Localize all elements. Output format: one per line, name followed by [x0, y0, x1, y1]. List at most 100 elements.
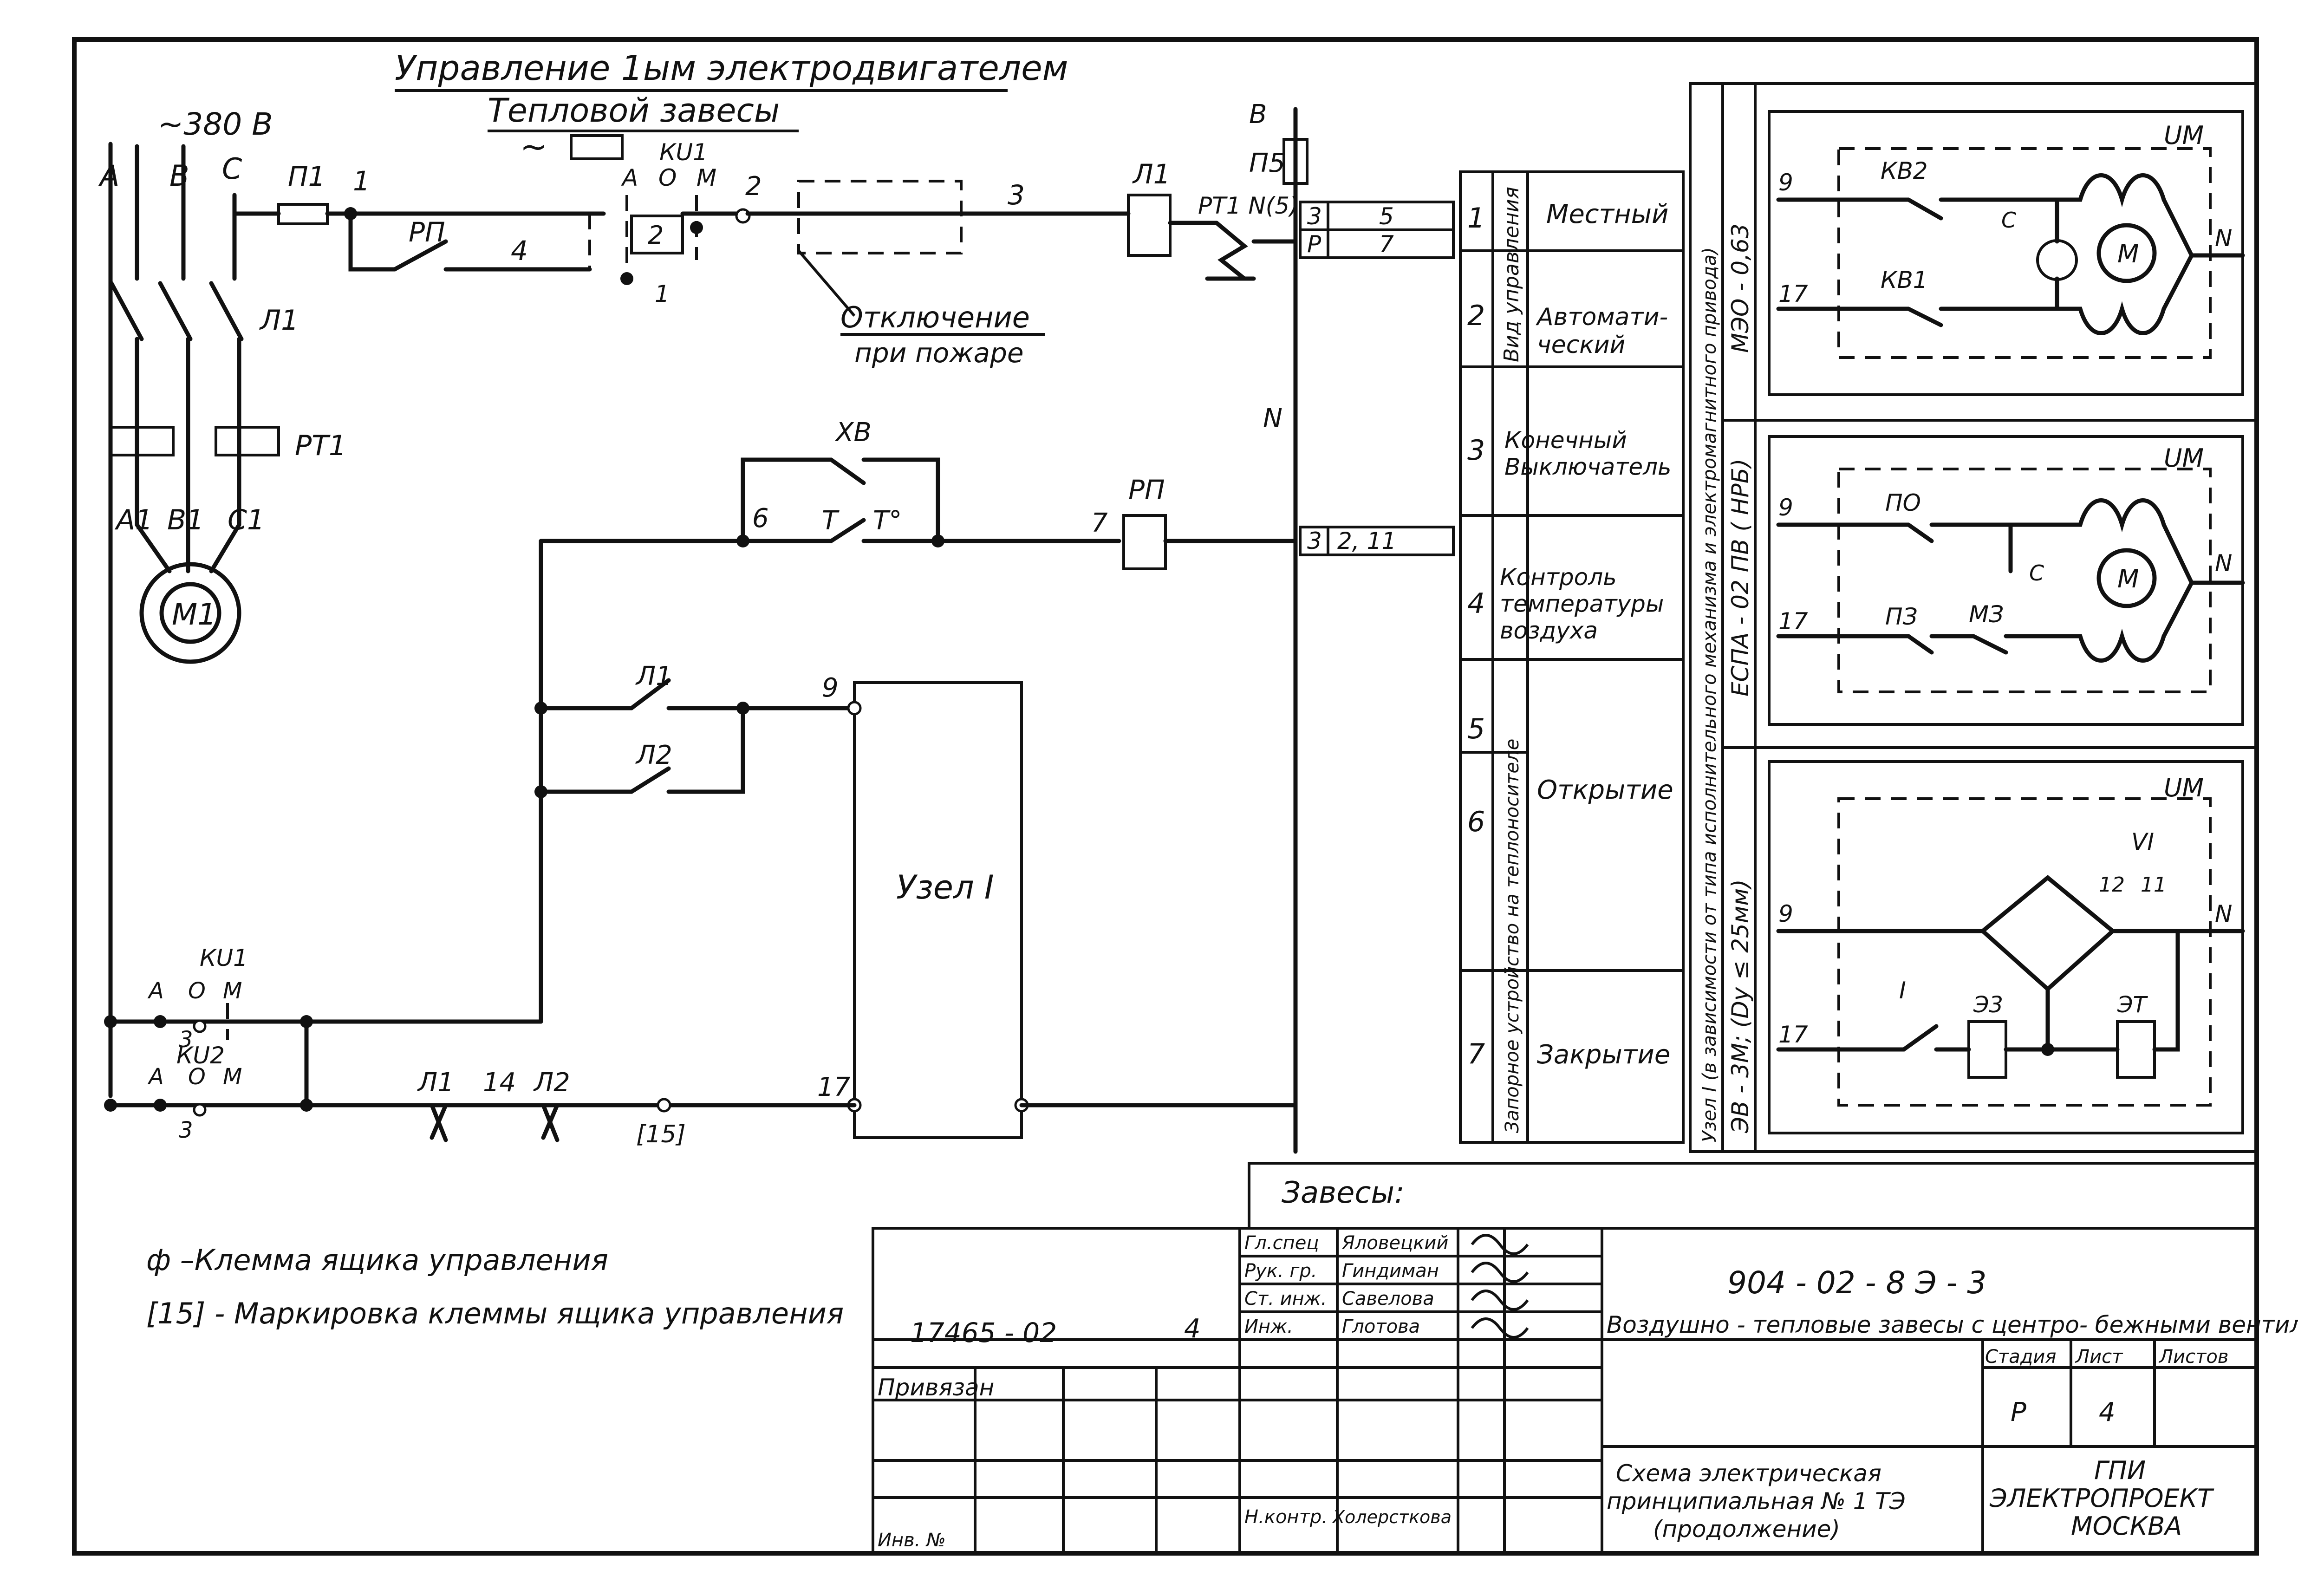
roman-vi-label: VI [2131, 828, 2154, 855]
kv1-label: КВ1 [1881, 267, 1928, 293]
type-ev3m: ЭВ - 3М; (Dу ≤ 25мм) [1727, 879, 1754, 1133]
ref-1-d: 7 [1379, 231, 1394, 258]
wire-9-label: 9 [822, 673, 839, 703]
p2-terminal-17: 17 [1778, 608, 1808, 635]
ku1-b-pos-a: А [147, 978, 164, 1004]
po-label: ПО [1885, 489, 1921, 516]
privyazan-label: Привязан [878, 1374, 994, 1401]
group-valve-label: Запорное устройство на теплоносителе [1502, 739, 1523, 1133]
thermal-element-a [109, 426, 175, 456]
role-2: Ст. инж. [1244, 1288, 1327, 1309]
t-label: Т [822, 506, 840, 536]
fn-row-2-n: 2 [1467, 300, 1485, 332]
motor-espa-label: М [2117, 564, 2139, 593]
org-line-3: МОСКВА [2071, 1511, 2182, 1541]
ku1-top-label: КU1 [659, 139, 708, 166]
sheet-value: 4 [2099, 1397, 2116, 1427]
ref-2-b: 2, 11 [1337, 528, 1396, 554]
coil-et-icon [2116, 1020, 2156, 1079]
legend-terminal: ф –Клемма ящика управления [146, 1243, 608, 1277]
actuator-panel: Узел I (в зависимости от типа исполнител… [1689, 82, 2258, 1153]
terminal-12: 12 [2099, 873, 2125, 897]
scheme-line-2: принципиальная № 1 ТЭ [1607, 1488, 1906, 1515]
control-top-line: П1 1 РП 4 2 А О М КU1 1 2 3 Отключение п… [232, 99, 1455, 1154]
coil-e3-icon [1967, 1020, 2007, 1079]
wire-14-label: 14 [483, 1068, 516, 1098]
p1-n-label: N [2215, 225, 2232, 252]
thermal-element-c [215, 426, 280, 456]
fire-disconnect-box [797, 180, 963, 254]
fn-row-6-n: 6 [1467, 806, 1485, 838]
a1-bottom-label: Л1 [417, 1068, 454, 1098]
p3-n-label: N [2215, 900, 2232, 927]
ku1-bottom-label: КU1 [200, 945, 248, 971]
ku2-pos-o: О [188, 1064, 206, 1090]
thermal-relay-label: РТ1 [295, 430, 346, 462]
voltage-label: ~380 В [158, 106, 273, 142]
org-line-2: ЭЛЕКТРОПРОЕКТ [1989, 1484, 2214, 1513]
ku1-b-pos-o: О [188, 978, 206, 1004]
power-circuit: ~380 В А В С Л1 РТ1 А1 В1 С1 М1 [98, 106, 346, 1098]
doc-code: 904 - 02 - 8 Э - 3 [1727, 1265, 1986, 1301]
t0-label: Т° [873, 506, 902, 536]
control-bottom: КU1 А О М 3 КU2 А О М 3 Л1 14 Л2 [15] 17 [104, 945, 1298, 1148]
ku1-pos-o: О [658, 164, 677, 191]
pz-label: ПЗ [1885, 603, 1918, 630]
ku2-contact-3: 3 [179, 1117, 193, 1143]
terminal-b1: В1 [167, 504, 204, 536]
roman-i-label: I [1899, 977, 1906, 1004]
ku1-contact-3: 3 [179, 1027, 193, 1053]
switch-rectangle-icon [570, 134, 624, 160]
wire-17-label: 17 [817, 1072, 851, 1102]
name-1: Гиндиман [1342, 1260, 1439, 1282]
e3-label: Э3 [1973, 992, 2003, 1018]
wire-7-label: 7 [1091, 508, 1108, 538]
description: Воздушно - тепловые завесы с центро- беж… [1607, 1311, 2298, 1338]
mz-label: МЗ [1969, 601, 2004, 628]
ku2-label: КU2 [176, 1042, 225, 1069]
motor-m1-label: М1 [172, 598, 216, 632]
a2-contact-label: Л2 [635, 740, 672, 770]
fuse-p5-icon [1282, 138, 1308, 185]
ref-2-a: 3 [1307, 528, 1322, 554]
ku1-b-pos-m: М [223, 978, 242, 1004]
role-0: Гл.спец [1244, 1232, 1319, 1254]
inv-label: Инв. № [878, 1530, 946, 1551]
stage-header: Стадия [1985, 1346, 2056, 1368]
kv2-label: КВ2 [1881, 157, 1928, 184]
terminal-11: 11 [2141, 873, 2167, 897]
ku1-contact-2: 2 [648, 221, 664, 250]
contactor-l1-coil-icon [1127, 194, 1172, 257]
group-control-label: Вид управления [1500, 187, 1523, 362]
side-title: Узел I (в зависимости от типа исполнител… [1699, 247, 1720, 1142]
p2-n-label: N [2215, 550, 2232, 577]
motor-meo-icon [2096, 223, 2157, 283]
terminal-a1: А1 [114, 504, 153, 536]
fuse-p5-label: П5 [1249, 148, 1285, 178]
legend-marking: [15] - Маркировка клеммы ящика управлени… [146, 1296, 844, 1330]
archive-num-small: 4 [1184, 1314, 1201, 1344]
kontr-name: Холерсткова [1332, 1507, 1452, 1527]
phase-b-label: В [169, 159, 189, 193]
um-2-label: UМ [2164, 443, 2204, 473]
zavesy-label: Завесы: [1282, 1176, 1405, 1210]
role-3: Инж. [1244, 1316, 1293, 1337]
role-1: Рук. гр. [1244, 1260, 1317, 1282]
ku1-contact-1: 1 [655, 280, 670, 307]
terminal-15-label: [15] [636, 1120, 686, 1148]
sheet-header: Лист [2075, 1346, 2123, 1368]
motor-meo-label: М [2117, 239, 2139, 268]
org-line-1: ГПИ [2094, 1456, 2146, 1485]
fn-row-6-label: Открытие [1537, 775, 1673, 805]
contactor-l1-label: Л1 [259, 304, 299, 337]
wire-2-label: 2 [745, 171, 762, 202]
title-line-1: Управление 1ым электродвигателем [395, 48, 1068, 88]
wire-4-label: 4 [511, 235, 528, 267]
fire-note-1: Отключение [840, 300, 1030, 334]
ku2-pos-a: А [147, 1064, 164, 1090]
et-label: ЭТ [2117, 992, 2148, 1018]
fn-row-7-label: Закрытие [1537, 1040, 1670, 1070]
fn-row-5-n: 5 [1467, 713, 1485, 745]
